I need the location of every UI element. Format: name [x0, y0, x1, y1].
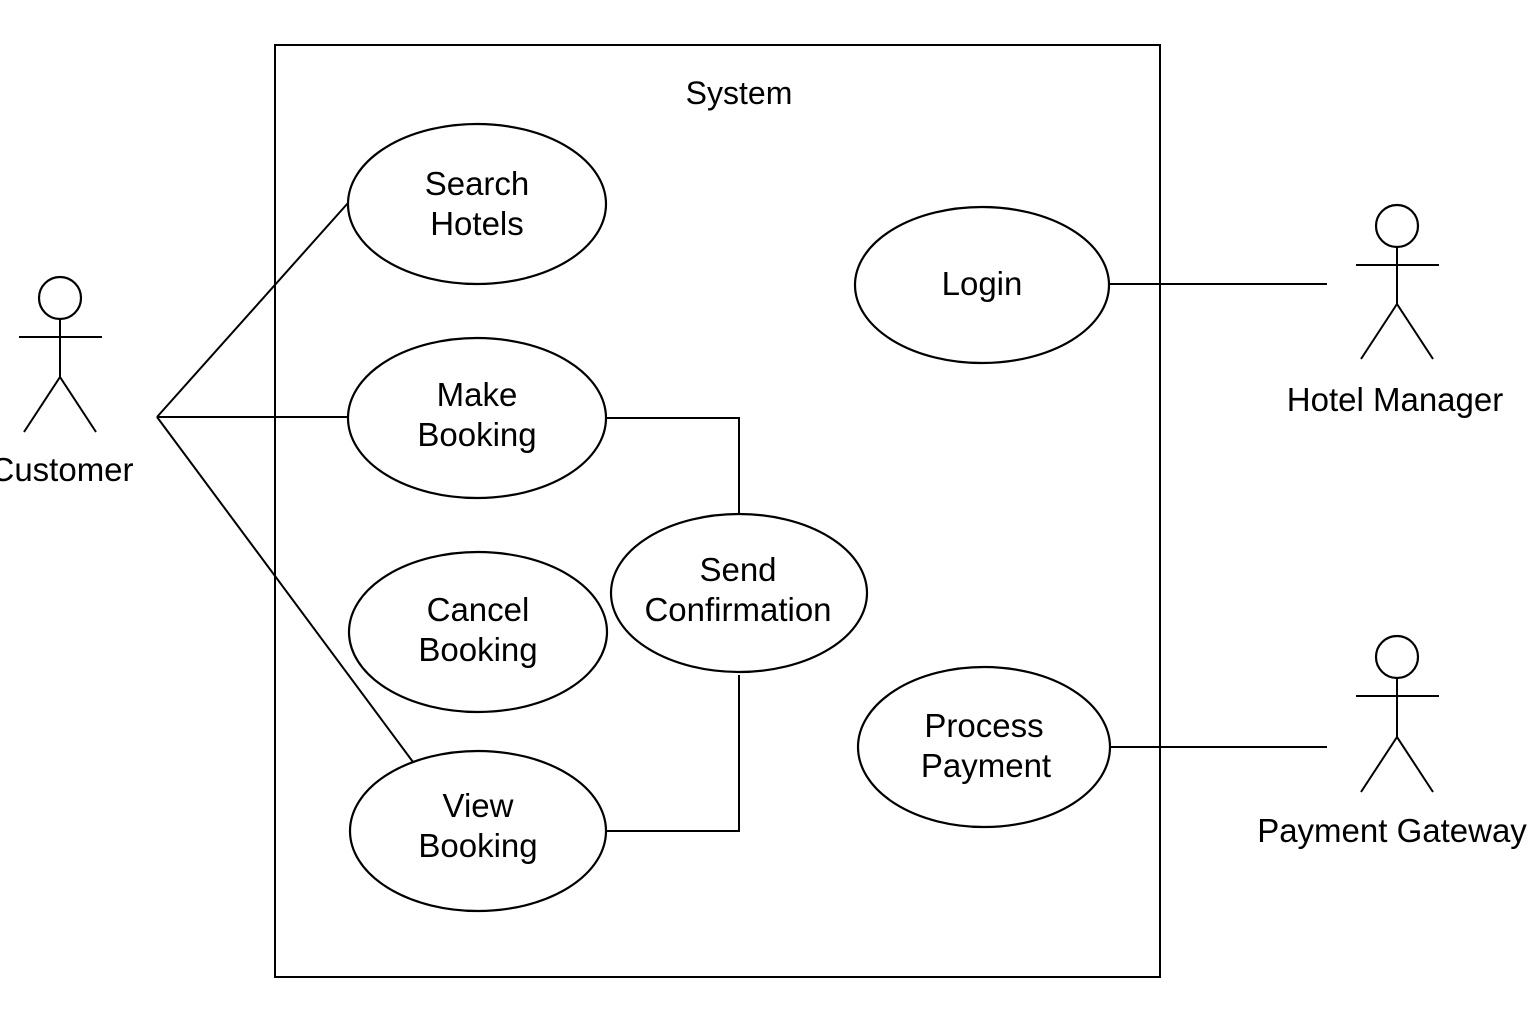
- actor-label: Customer: [0, 451, 134, 488]
- use-case-ellipse: [348, 749, 608, 913]
- use-case-label: Booking: [418, 631, 537, 668]
- use-case-send-confirmation: Send Confirmation: [609, 512, 869, 674]
- actor-payment-gateway: Payment Gateway: [1257, 634, 1527, 849]
- system-title: System: [686, 75, 793, 111]
- use-case-label: Cancel: [427, 591, 530, 628]
- use-case-label: Login: [942, 265, 1023, 302]
- use-case-label: Payment: [921, 747, 1051, 784]
- use-case-label: View: [443, 787, 514, 824]
- system-boundary: [274, 44, 1161, 978]
- use-case-search-hotels: Search Hotels: [346, 122, 608, 286]
- association-lines: [156, 202, 1327, 832]
- use-case-label: Booking: [418, 827, 537, 864]
- use-case-label: Make: [437, 376, 518, 413]
- use-case-label: Send: [699, 551, 776, 588]
- use-case-label: Hotels: [430, 205, 524, 242]
- use-case-login: Login: [853, 205, 1111, 365]
- use-case-cancel-booking: Cancel Booking: [347, 550, 609, 714]
- actor-label: Hotel Manager: [1287, 381, 1503, 418]
- use-case-ellipse: [856, 665, 1112, 829]
- actor-label: Payment Gateway: [1257, 812, 1527, 849]
- association-view-booking-send-confirmation: [607, 675, 740, 832]
- use-case-process-payment: Process Payment: [856, 665, 1112, 829]
- use-case-view-booking: View Booking: [348, 749, 608, 913]
- actor-hotel-manager: Hotel Manager: [1287, 203, 1503, 418]
- use-case-ellipse: [347, 550, 609, 714]
- stick-figure-icon: [19, 275, 102, 433]
- association-make-booking-send-confirmation: [607, 417, 740, 514]
- use-case-ellipse: [609, 512, 869, 674]
- use-case-label: Confirmation: [644, 591, 831, 628]
- use-case-label: Search: [425, 165, 530, 202]
- actor-customer: Customer: [0, 275, 134, 488]
- association-customer-view-booking: [156, 416, 414, 763]
- association-customer-search-hotels: [156, 202, 349, 418]
- use-case-ellipse: [853, 205, 1111, 365]
- stick-figure-icon: [1356, 203, 1439, 360]
- use-case-label: Process: [924, 707, 1043, 744]
- use-case-ellipse: [346, 122, 608, 286]
- use-case-ellipse: [346, 336, 608, 500]
- use-case-label: Booking: [417, 416, 536, 453]
- use-case-make-booking: Make Booking: [346, 336, 608, 500]
- stick-figure-icon: [1356, 634, 1439, 793]
